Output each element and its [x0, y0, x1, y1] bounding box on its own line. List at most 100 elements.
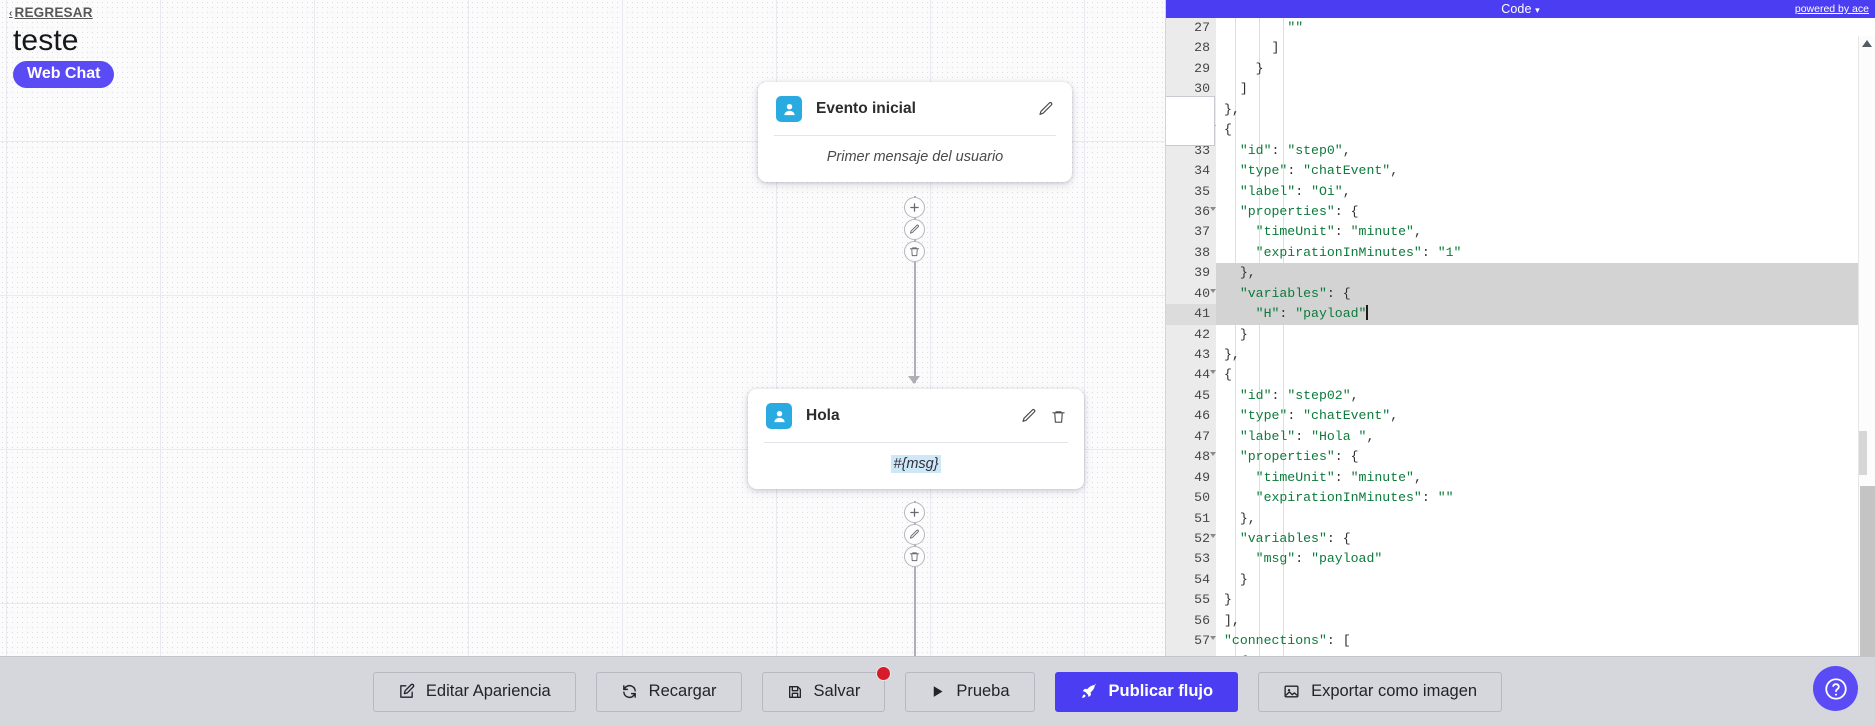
code-line[interactable]: 54 }	[1166, 569, 1875, 591]
scrollbar-thumb[interactable]	[1860, 486, 1875, 656]
refresh-icon	[621, 683, 638, 700]
rocket-icon	[1080, 683, 1098, 701]
code-line-text: "timeUnit": "minute",	[1255, 224, 1422, 240]
toolbar-button-exportar-como-imagen[interactable]: Exportar como imagen	[1258, 671, 1503, 712]
line-number: 44	[1166, 365, 1216, 386]
delete-icon[interactable]	[904, 546, 925, 567]
code-line[interactable]: 41 "H": "payload"	[1166, 304, 1875, 326]
code-line-text: }	[1224, 571, 1248, 587]
toolbar-button-prueba[interactable]: Prueba	[905, 671, 1035, 712]
line-number: 29	[1166, 58, 1216, 80]
code-line[interactable]: 42 }	[1166, 324, 1875, 345]
editor-vertical-scrollbar[interactable]	[1858, 36, 1875, 656]
editor-title-label: Code	[1501, 2, 1532, 16]
edit-icon[interactable]	[904, 219, 925, 240]
code-line-text: }	[1224, 592, 1232, 608]
code-line[interactable]: 28 ]	[1166, 38, 1875, 59]
code-line[interactable]: 37 "timeUnit": "minute",	[1166, 222, 1875, 243]
code-lines[interactable]: 27 ""28 ]29 }30 ]31},32{33 "id": "step0"…	[1166, 18, 1875, 656]
fold-triangle-icon[interactable]	[1209, 452, 1216, 457]
code-line[interactable]: 40 "variables": {	[1166, 283, 1875, 305]
flow-node-evento-inicial[interactable]: Evento inicial Primer mensaje del usuari…	[758, 82, 1072, 182]
code-line[interactable]: 55}	[1166, 590, 1875, 611]
add-icon[interactable]	[904, 197, 925, 218]
code-line[interactable]: 48 "properties": {	[1166, 447, 1875, 468]
code-line[interactable]: 49 "timeUnit": "minute",	[1166, 467, 1875, 489]
code-line-text: "expirationInMinutes": ""	[1255, 490, 1454, 506]
code-line[interactable]: 50 "expirationInMinutes": ""	[1166, 488, 1875, 509]
code-line[interactable]: 46 "type": "chatEvent",	[1166, 406, 1875, 427]
code-line[interactable]: 33 "id": "step0",	[1166, 140, 1875, 162]
play-icon	[930, 684, 945, 699]
toolbar-button-publicar-flujo[interactable]: Publicar flujo	[1054, 671, 1239, 712]
image-icon	[1283, 683, 1300, 700]
variable-chip: #{msg}	[891, 455, 941, 473]
code-line-text: ""	[1287, 20, 1304, 35]
indent-guide	[1283, 18, 1284, 656]
channel-badge: Web Chat	[13, 61, 115, 88]
code-line[interactable]: 35 "label": "Oi",	[1166, 181, 1875, 202]
scroll-up-arrow-icon[interactable]	[1862, 40, 1872, 47]
flow-node-hola[interactable]: Hola #{msg}	[748, 389, 1084, 489]
code-line[interactable]: 43},	[1166, 345, 1875, 366]
line-number: 40	[1166, 283, 1216, 305]
code-line-text: }	[1224, 326, 1248, 342]
code-line[interactable]: 53 "msg": "payload"	[1166, 549, 1875, 570]
code-line[interactable]: 39 },	[1166, 263, 1875, 285]
edit-icon[interactable]	[1021, 408, 1037, 424]
fold-triangle-icon[interactable]	[1209, 636, 1216, 641]
code-line[interactable]: 57"connections": [	[1166, 631, 1875, 652]
code-area[interactable]: 27 ""28 ]29 }30 ]31},32{33 "id": "step0"…	[1166, 18, 1875, 656]
line-number: 43	[1166, 345, 1216, 366]
toolbar-button-recargar[interactable]: Recargar	[595, 671, 742, 712]
unsaved-changes-badge	[876, 665, 892, 681]
line-number: 50	[1166, 488, 1216, 509]
fold-triangle-icon[interactable]	[1209, 206, 1216, 211]
toolbar-button-salvar[interactable]: Salvar	[761, 665, 892, 712]
line-number: 51	[1166, 508, 1216, 529]
chevron-down-icon[interactable]: ▾	[1535, 5, 1540, 15]
code-line[interactable]: 32{	[1166, 120, 1875, 141]
code-line-text: "msg": "payload"	[1255, 551, 1383, 567]
add-icon[interactable]	[904, 502, 925, 523]
code-line[interactable]: 38 "expirationInMinutes": "1"	[1166, 242, 1875, 264]
node-body: #{msg}	[764, 442, 1068, 489]
line-number: 42	[1166, 324, 1216, 345]
code-line[interactable]: 52 "variables": {	[1166, 528, 1875, 550]
edit-icon[interactable]	[1038, 101, 1054, 117]
back-link[interactable]: ‹ REGRESAR	[9, 5, 93, 20]
fold-triangle-icon[interactable]	[1209, 533, 1216, 538]
code-line[interactable]: 51 },	[1166, 508, 1875, 529]
fold-triangle-icon[interactable]	[1209, 370, 1216, 375]
editor-title[interactable]: Code ▾	[1166, 2, 1875, 16]
node-header: Evento inicial	[758, 82, 1072, 135]
toolbar-button-label: Salvar	[813, 682, 861, 700]
toolbar-button-editar-apariencia[interactable]: Editar Apariencia	[372, 671, 576, 712]
code-line-text: ]	[1224, 81, 1248, 97]
code-line[interactable]: 30 ]	[1166, 79, 1875, 100]
code-line[interactable]: 45 "id": "step02",	[1166, 385, 1875, 407]
code-line[interactable]: 34 "type": "chatEvent",	[1166, 161, 1875, 182]
code-line[interactable]: 47 "label": "Hola ",	[1166, 426, 1875, 448]
delete-icon[interactable]	[904, 241, 925, 262]
code-line[interactable]: 29 }	[1166, 58, 1875, 80]
node-body-text: Primer mensaje del usuario	[774, 135, 1056, 182]
flow-canvas[interactable]: ‹ REGRESAR teste Web Chat Evento inicial…	[0, 0, 1165, 656]
edit-icon[interactable]	[904, 524, 925, 545]
line-number: 49	[1166, 467, 1216, 489]
code-fold-widget[interactable]: ❯	[1166, 96, 1215, 146]
code-line[interactable]: 36 "properties": {	[1166, 201, 1875, 223]
code-line-text: "timeUnit": "minute",	[1255, 469, 1422, 485]
code-line-text: },	[1224, 101, 1240, 117]
code-editor-panel[interactable]: Code ▾ powered by ace 27 ""28 ]29 }30 ]3…	[1165, 0, 1875, 656]
delete-icon[interactable]	[1051, 409, 1066, 424]
code-line[interactable]: 56],	[1166, 610, 1875, 632]
fold-triangle-icon[interactable]	[1209, 288, 1216, 293]
help-button[interactable]	[1813, 666, 1858, 711]
powered-by-ace-link[interactable]: powered by ace	[1794, 3, 1869, 15]
back-link-label: REGRESAR	[14, 5, 93, 20]
code-line[interactable]: 44{	[1166, 365, 1875, 386]
code-line[interactable]: 27 ""	[1166, 18, 1875, 39]
code-line[interactable]: 58 {	[1166, 651, 1875, 656]
code-line[interactable]: 31},	[1166, 99, 1875, 121]
